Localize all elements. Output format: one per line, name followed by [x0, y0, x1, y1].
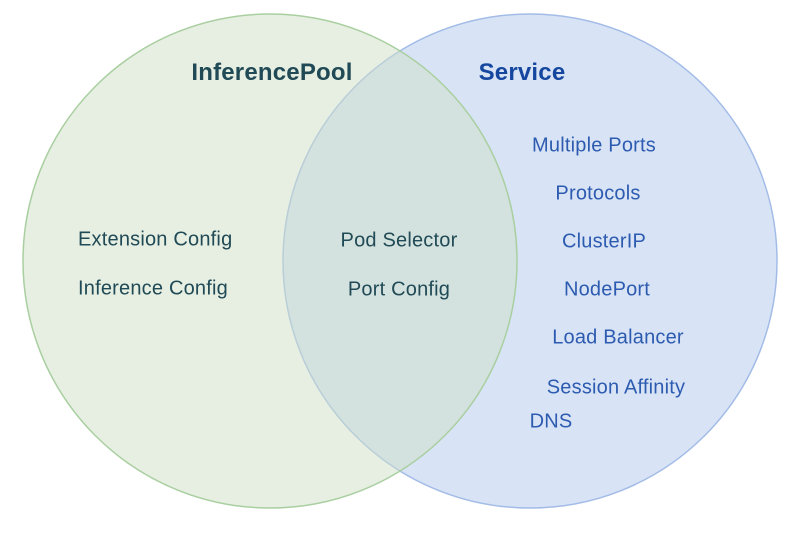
right-item-load-balancer: Load Balancer [552, 326, 684, 349]
left-item-inference-config: Inference Config [78, 277, 228, 300]
right-item-clusterip: ClusterIP [561, 230, 647, 253]
right-item-protocols: Protocols [555, 182, 641, 205]
right-item-session-affinity: Session Affinity [546, 376, 686, 399]
right-item-dns: DNS [529, 410, 573, 433]
overlap-item-port-config: Port Config [347, 278, 451, 301]
service-title: Service [478, 59, 566, 86]
overlap-item-pod-selector: Pod Selector [340, 229, 458, 252]
inferencepool-title: InferencePool [191, 59, 353, 86]
inferencepool-circle [22, 13, 518, 509]
right-item-multiple-ports: Multiple Ports [532, 134, 656, 157]
right-item-nodeport: NodePort [563, 278, 651, 301]
left-item-extension-config: Extension Config [78, 228, 233, 251]
